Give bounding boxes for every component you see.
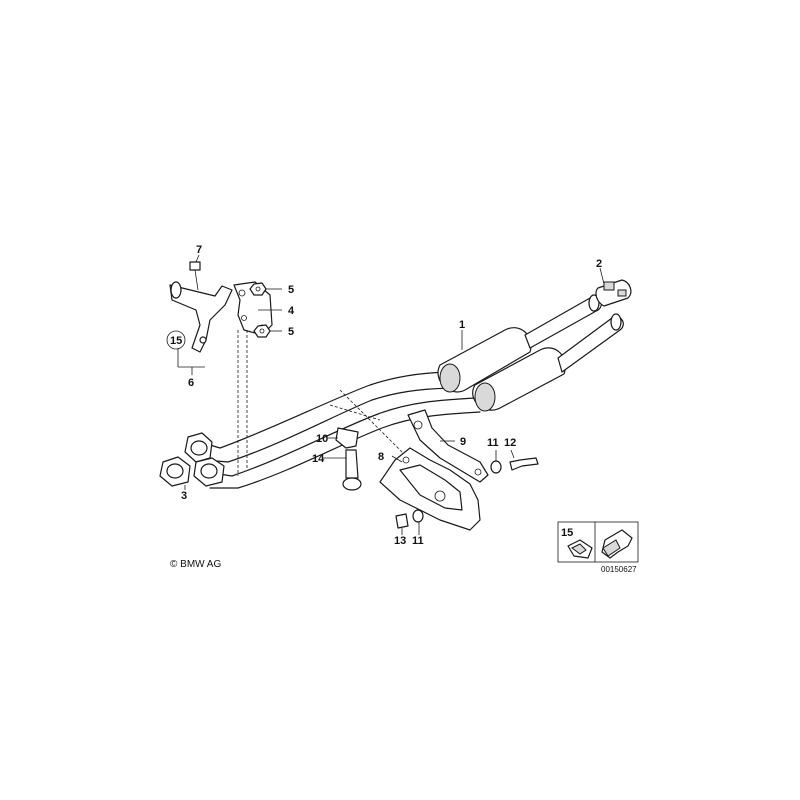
circled-callout <box>166 330 186 350</box>
label-3: 3 <box>181 490 187 502</box>
rear-silencer <box>437 294 624 412</box>
rubber-mount <box>407 409 489 483</box>
label-5-top: 5 <box>288 284 294 296</box>
label-7: 7 <box>196 244 202 256</box>
label-14: 14 <box>312 453 325 465</box>
label-6: 6 <box>188 377 194 389</box>
copyright-text: © BMW AG <box>170 559 221 570</box>
label-10: 10 <box>316 433 328 445</box>
label-1: 1 <box>459 319 465 331</box>
detail-inset: 15 <box>557 521 639 563</box>
label-2: 2 <box>596 258 602 270</box>
pipe-clamp <box>595 279 632 307</box>
label-9: 9 <box>460 436 466 448</box>
support-bracket <box>379 447 481 531</box>
label-11-right: 11 <box>487 437 499 449</box>
leader-lines <box>177 254 605 535</box>
label-15: 15 <box>170 335 182 347</box>
label-11-bottom: 11 <box>412 535 424 547</box>
clamp-holder <box>335 427 359 449</box>
flange-gaskets <box>159 432 225 487</box>
label-13: 13 <box>394 535 406 547</box>
label-8: 8 <box>378 451 384 463</box>
hex-nuts <box>249 282 271 338</box>
bracket-assembly <box>169 281 233 353</box>
inset-label-15: 15 <box>561 527 573 539</box>
label-5-bottom: 5 <box>288 326 294 338</box>
front-pipe <box>199 371 481 489</box>
hex-bolt <box>189 261 201 291</box>
small-fasteners <box>395 457 539 529</box>
image-code: 00150627 <box>601 565 637 574</box>
label-4: 4 <box>288 305 295 317</box>
label-12: 12 <box>504 437 516 449</box>
long-screw <box>342 449 362 491</box>
